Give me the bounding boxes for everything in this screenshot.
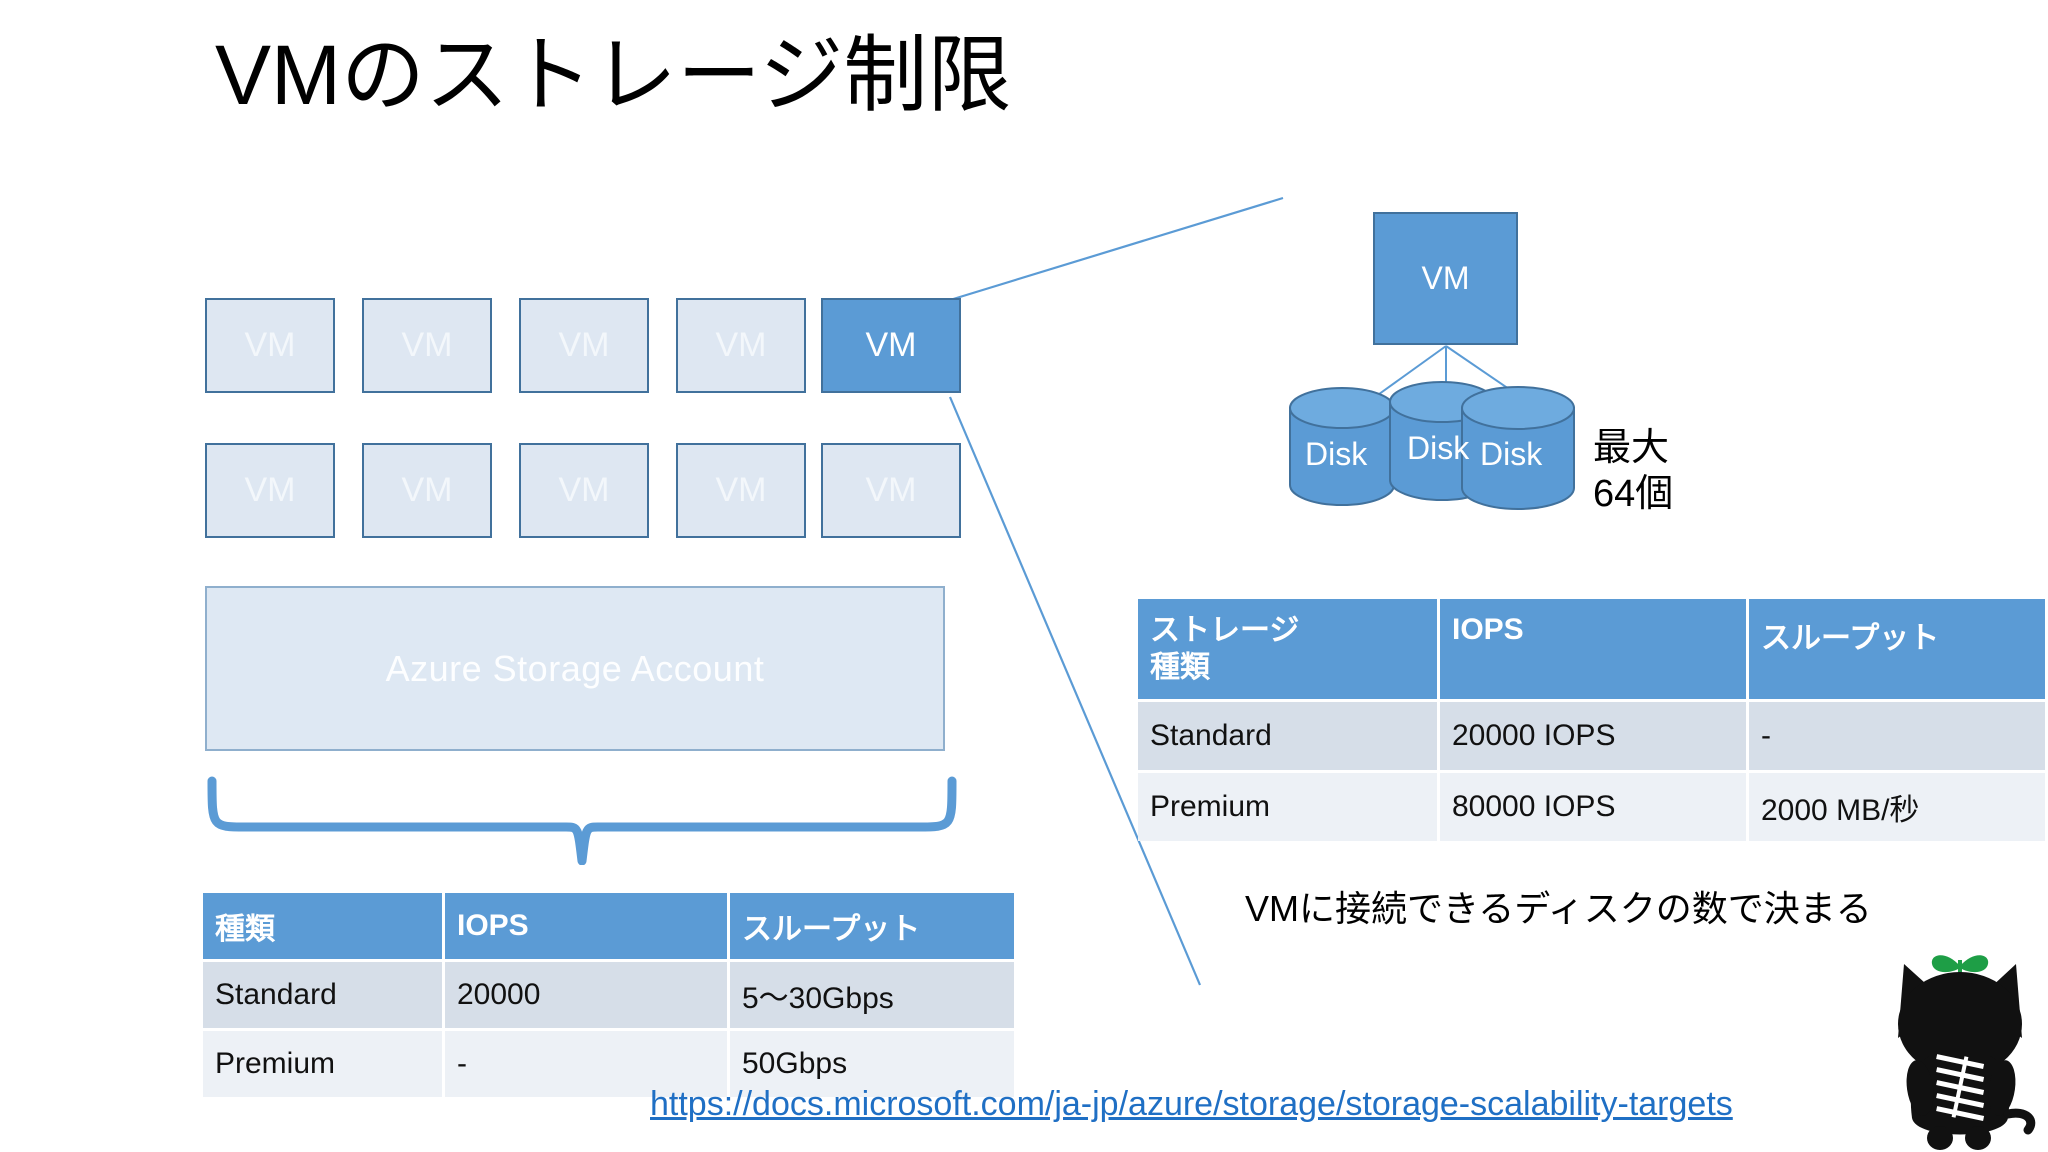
disk-label-3: Disk xyxy=(1480,436,1543,472)
vm-grid-cell-r2c5[interactable]: VM xyxy=(821,443,961,538)
cell-iops: 20000 xyxy=(445,962,727,1028)
disk-label-1: Disk xyxy=(1305,436,1368,472)
header-line-2: 種類 xyxy=(1150,650,1210,684)
cell-iops: 20000 IOPS xyxy=(1440,702,1746,770)
source-url-link[interactable]: https://docs.microsoft.com/ja-jp/azure/s… xyxy=(650,1085,1733,1123)
cell-storage-type: Premium xyxy=(1138,773,1437,841)
vm-grid-cell-r1c5-highlighted[interactable]: VM xyxy=(821,298,961,393)
disk-cylinder-1 xyxy=(1289,387,1395,506)
connector-line-upper xyxy=(949,196,1284,302)
max-count-line-2: 64個 xyxy=(1593,473,1674,516)
cell-throughput: 2000 MB/秒 xyxy=(1749,773,2045,841)
vm-disk-link-left xyxy=(1367,345,1447,403)
cell-type: Standard xyxy=(203,962,442,1028)
table-row: Standard 20000 5〜30Gbps xyxy=(203,962,1014,1028)
storage-account-limits-table: 種類 IOPS スループット Standard 20000 5〜30Gbps P… xyxy=(200,890,1017,1100)
cell-iops: - xyxy=(445,1031,727,1097)
vm-label: VM xyxy=(865,326,917,364)
storage-brace xyxy=(200,775,960,866)
cell-throughput: 50Gbps xyxy=(730,1031,1014,1097)
vm-grid-cell-r2c3[interactable]: VM xyxy=(519,443,649,538)
cat-arm-right xyxy=(1988,1060,2016,1116)
vm-grid-cell-r2c2[interactable]: VM xyxy=(362,443,492,538)
vm-disk-limits-table: ストレージ 種類 IOPS スループット Standard 20000 IOPS… xyxy=(1135,596,2048,844)
vm-label: VM xyxy=(715,326,767,364)
vm-label: VM xyxy=(558,471,610,509)
vm-grid-cell-r1c2[interactable]: VM xyxy=(362,298,492,393)
table-row: Premium 80000 IOPS 2000 MB/秒 xyxy=(1138,773,2045,841)
diagram-caption: VMに接続できるディスクの数で決まる xyxy=(1245,888,1872,929)
cat-foot-left xyxy=(1927,1126,1953,1150)
piano-key-stripes xyxy=(1936,1054,1985,1121)
table-header-throughput: スループット xyxy=(730,893,1014,959)
vm-label: VM xyxy=(401,471,453,509)
table-header-throughput: スループット xyxy=(1749,599,2045,699)
vm-label: VM xyxy=(865,471,917,509)
disk-cylinder-3 xyxy=(1461,386,1575,510)
cell-iops: 80000 IOPS xyxy=(1440,773,1746,841)
table-row: Standard 20000 IOPS - xyxy=(1138,702,2045,770)
table-header-row: ストレージ 種類 IOPS スループット xyxy=(1138,599,2045,699)
vm-grid-cell-r1c3[interactable]: VM xyxy=(519,298,649,393)
vm-grid-cell-r1c1[interactable]: VM xyxy=(205,298,335,393)
cat-tail xyxy=(2003,1108,2036,1135)
vm-grid-cell-r1c4[interactable]: VM xyxy=(676,298,806,393)
cat-foot-right xyxy=(1965,1126,1991,1150)
vm-label: VM xyxy=(558,326,610,364)
table-header-iops: IOPS xyxy=(1440,599,1746,699)
page-title: VMのストレージ制限 xyxy=(215,28,1012,122)
cat-mascot-icon xyxy=(1868,938,2048,1152)
table-header-iops: IOPS xyxy=(445,893,727,959)
vm-grid-cell-r2c4[interactable]: VM xyxy=(676,443,806,538)
cell-type: Premium xyxy=(203,1031,442,1097)
header-line-1: ストレージ xyxy=(1150,614,1300,647)
vm-label: VM xyxy=(244,471,296,509)
vm-label: VM xyxy=(401,326,453,364)
azure-storage-account-box[interactable]: Azure Storage Account xyxy=(205,586,945,751)
table-header-storage-type: ストレージ 種類 xyxy=(1138,599,1437,699)
table-header-type: 種類 xyxy=(203,893,442,959)
max-count-line-1: 最大 xyxy=(1593,427,1670,469)
cell-storage-type: Standard xyxy=(1138,702,1437,770)
cell-throughput: 5〜30Gbps xyxy=(730,962,1014,1028)
vm-disk-diagram: VM Disk Disk Disk xyxy=(1250,180,1730,520)
disk-label-2: Disk xyxy=(1407,430,1470,466)
storage-account-label: Azure Storage Account xyxy=(385,647,765,689)
vm-grid-cell-r2c1[interactable]: VM xyxy=(205,443,335,538)
vm-label: VM xyxy=(244,326,296,364)
vm-label: VM xyxy=(715,471,767,509)
table-header-row: 種類 IOPS スループット xyxy=(203,893,1014,959)
cell-throughput: - xyxy=(1749,702,2045,770)
table-row: Premium - 50Gbps xyxy=(203,1031,1014,1097)
max-disk-count-annotation: 最大 64個 xyxy=(1593,425,1673,518)
cat-arm-left xyxy=(1906,1060,1934,1116)
vm-label: VM xyxy=(1421,260,1470,296)
vm-grid: VM VM VM VM VM VM VM VM VM VM xyxy=(205,298,965,538)
vm-detail-box[interactable]: VM xyxy=(1373,212,1518,345)
cat-head xyxy=(1898,972,2022,1076)
